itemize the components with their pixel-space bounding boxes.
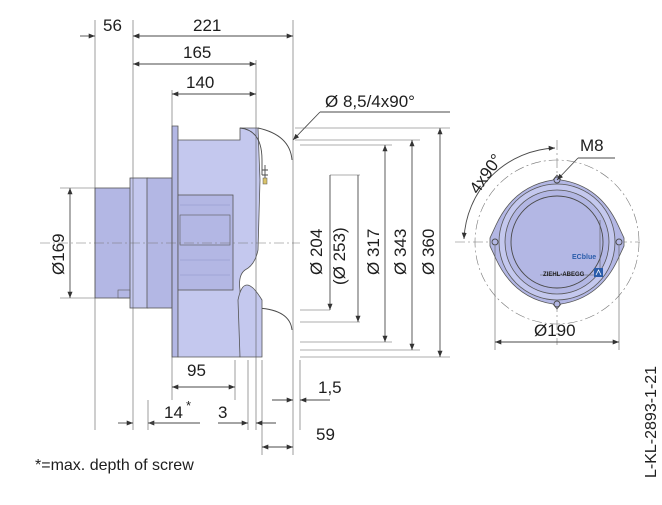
drawing-number: L-KL-2893-1-21 <box>643 366 660 478</box>
dim-3: 3 <box>218 403 227 422</box>
dim-angle: 4x90° <box>466 151 507 198</box>
dim-1-5: 1,5 <box>318 378 342 397</box>
dim-221: 221 <box>193 16 221 35</box>
dim-95: 95 <box>187 361 206 380</box>
dim-dia169: Ø169 <box>49 233 68 275</box>
dim-56: 56 <box>103 16 122 35</box>
dim-140: 140 <box>186 73 214 92</box>
dim-mounting-holes: Ø 8,5/4x90° <box>325 92 415 111</box>
bottom-dimensions: 95 14 * 3 1,5 59 <box>118 361 342 450</box>
footnote: *=max. depth of screw <box>35 457 194 474</box>
dim-m8: M8 <box>580 136 604 155</box>
diameter-dimensions: Ø 204 (Ø 253) Ø 317 Ø 343 Ø 360 <box>295 127 450 358</box>
front-view: ECblue ZIEHL-ABEGG M8 4x90° Ø190 <box>455 136 640 350</box>
dim-dia317: Ø 317 <box>364 229 383 275</box>
top-dimensions: 56 221 165 140 <box>80 16 293 97</box>
dim-dia253: (Ø 253) <box>330 227 349 285</box>
impeller-body <box>171 125 179 358</box>
dim-dia190: Ø190 <box>534 321 576 340</box>
ziehl-abegg-logo: ZIEHL-ABEGG <box>543 272 585 278</box>
mounting-hole-callout: Ø 8,5/4x90° <box>292 92 450 141</box>
dim-165: 165 <box>183 43 211 62</box>
dim-dia360: Ø 360 <box>419 229 438 275</box>
dim-169-group: Ø169 <box>49 188 73 298</box>
dim-14-asterisk: * <box>186 398 191 413</box>
dim-dia204: Ø 204 <box>307 229 326 275</box>
dim-59: 59 <box>316 425 335 444</box>
dim-dia343: Ø 343 <box>391 229 410 275</box>
ec-blue-logo: ECblue <box>572 254 596 261</box>
dim-14: 14 <box>164 403 183 422</box>
extension-lines <box>60 20 301 455</box>
side-view <box>40 125 300 358</box>
